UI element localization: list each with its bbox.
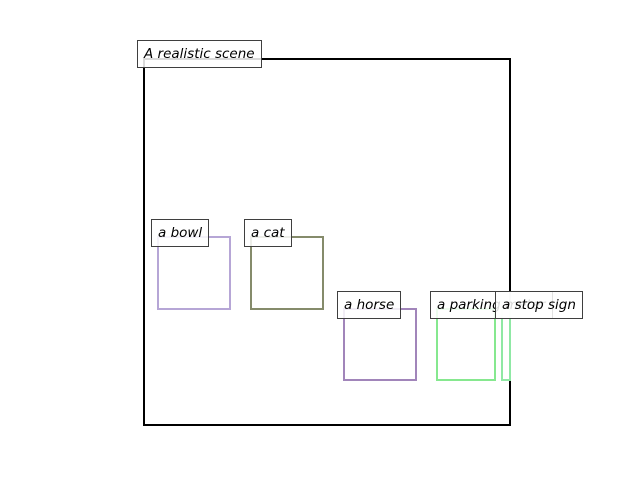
scene-frame	[143, 58, 511, 426]
bowl-bounding-box	[157, 236, 231, 310]
cat-bounding-box	[250, 236, 324, 310]
horse-label: a horse	[337, 291, 402, 319]
cat-label: a cat	[244, 219, 292, 247]
stop-sign-label: a stop sign	[495, 291, 583, 319]
scene-label: A realistic scene	[137, 40, 262, 68]
bowl-label: a bowl	[151, 219, 210, 247]
